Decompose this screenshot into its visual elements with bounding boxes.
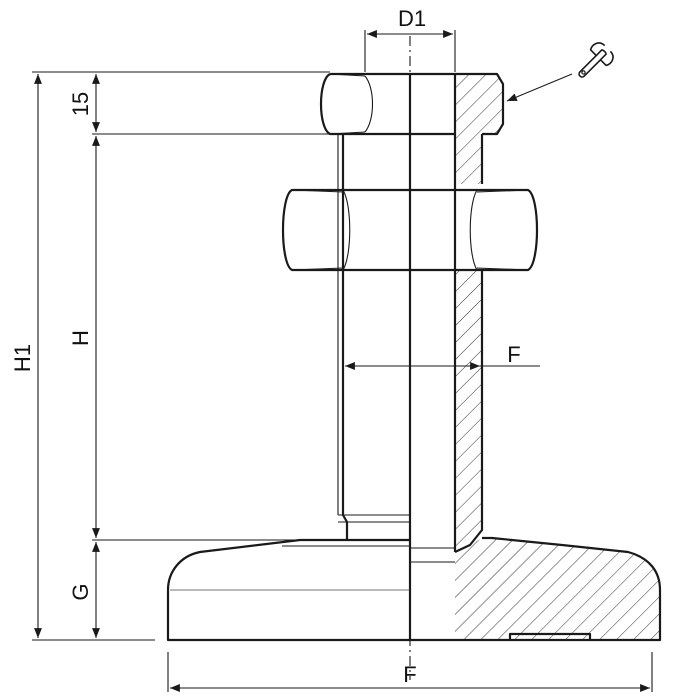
extension-lines	[32, 30, 653, 692]
label-f-bottom: F	[403, 662, 416, 687]
threaded-stem	[337, 134, 484, 553]
label-g: G	[68, 583, 93, 600]
stem-wall-section	[455, 270, 482, 552]
label-h: H	[68, 330, 93, 346]
label-h1: H1	[10, 344, 35, 372]
inner-bolt	[408, 74, 455, 640]
dimension-lines	[34, 30, 650, 692]
label-top-dim: 15	[68, 92, 93, 116]
top-nut	[320, 72, 505, 552]
wrench-icon	[578, 42, 614, 78]
wrench-leader-line	[506, 73, 573, 102]
hex-nut	[281, 188, 539, 272]
section-hatching	[455, 74, 660, 640]
label-f-right: F	[507, 342, 520, 367]
label-d1: D1	[398, 6, 426, 31]
base-section	[455, 538, 660, 640]
top-nut-section	[455, 74, 503, 184]
base-plate	[166, 536, 662, 642]
